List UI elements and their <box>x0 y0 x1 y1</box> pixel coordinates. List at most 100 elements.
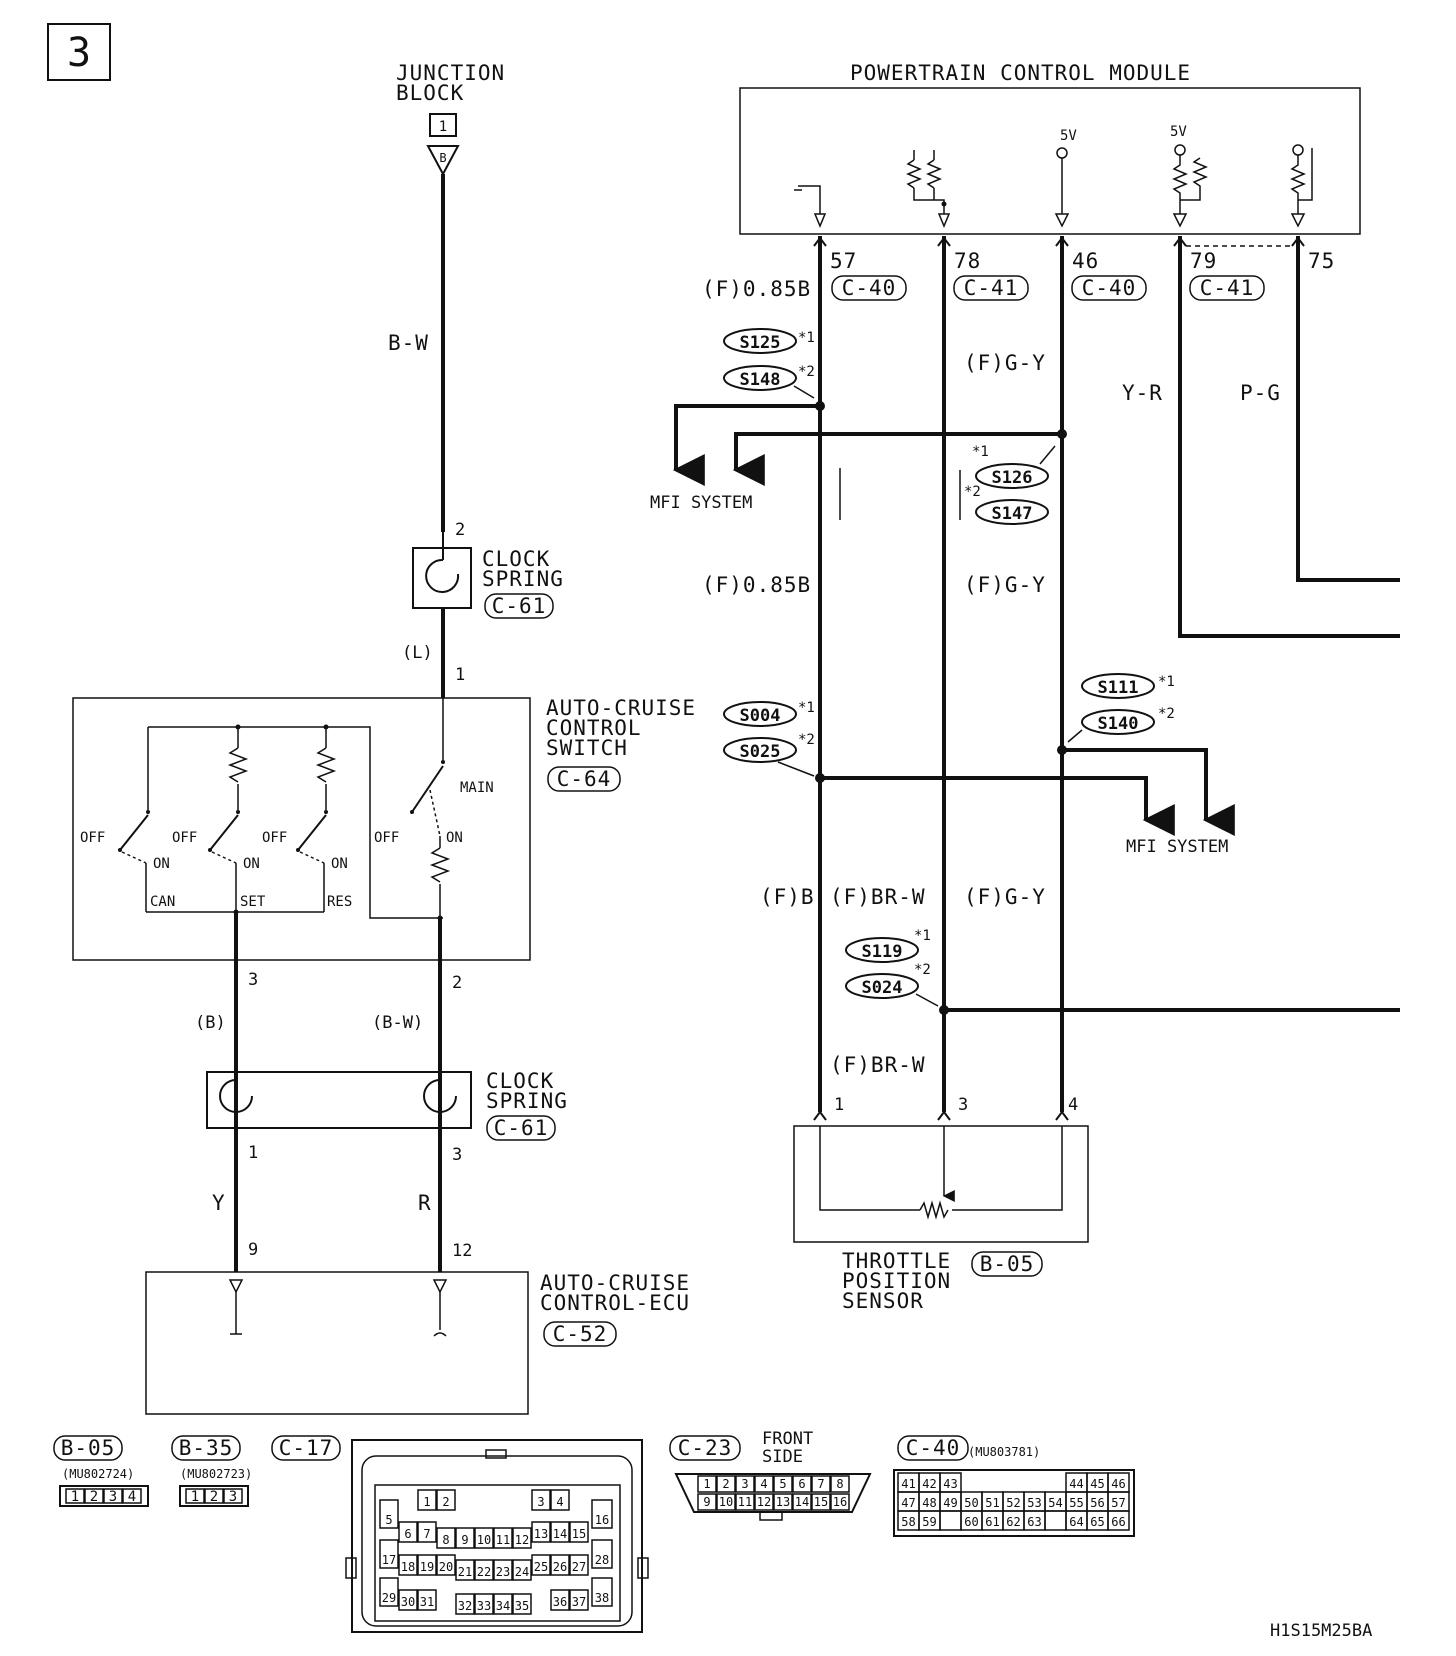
svg-text:1: 1 <box>191 1489 199 1505</box>
svg-text:S111: S111 <box>1098 678 1139 698</box>
svg-text:C-61: C-61 <box>492 594 547 618</box>
svg-text:(F)BR-W: (F)BR-W <box>830 885 926 909</box>
c40-pin-label: 63 <box>1027 1515 1041 1529</box>
switch-main: MAIN OFF ON <box>374 698 494 921</box>
svg-text:C-64: C-64 <box>557 767 612 791</box>
c23-pin <box>792 1493 812 1511</box>
c40-pin-label: 51 <box>985 1496 999 1510</box>
c23-pin-label: 8 <box>836 1477 843 1491</box>
c23-pin-label: 12 <box>757 1495 771 1509</box>
c17-pin-label: 14 <box>553 1527 567 1541</box>
c17-pin <box>550 1521 570 1543</box>
svg-text:*2: *2 <box>798 364 815 380</box>
connector-b35: B-35 (MU802723) 1 2 3 <box>171 1435 252 1507</box>
c23-pin-label: 9 <box>703 1495 710 1509</box>
c17-pin-label: 32 <box>458 1599 472 1613</box>
c17-pin-label: 26 <box>553 1560 567 1574</box>
c23-pin <box>792 1475 812 1493</box>
c17-pin <box>591 1577 613 1607</box>
c17-pin-label: 36 <box>553 1595 567 1609</box>
svg-text:*1: *1 <box>972 444 989 460</box>
svg-text:CLOCK: CLOCK <box>482 547 550 571</box>
svg-text:CLOCK: CLOCK <box>486 1069 554 1093</box>
svg-text:SET: SET <box>240 894 266 910</box>
c23-pin-label: 15 <box>814 1495 828 1509</box>
svg-text:*1: *1 <box>1158 674 1175 690</box>
junction-block: JUNCTION BLOCK 1 B <box>396 61 504 177</box>
c17-pin-label: 3 <box>537 1495 544 1509</box>
svg-text:3: 3 <box>229 1489 237 1505</box>
c17-pin <box>550 1554 570 1576</box>
svg-text:4: 4 <box>1068 1095 1078 1115</box>
svg-text:OFF: OFF <box>374 830 399 846</box>
svg-text:ON: ON <box>331 856 348 872</box>
svg-text:*1: *1 <box>798 330 815 346</box>
c40-pin-label: 43 <box>943 1477 957 1491</box>
svg-text:C-52: C-52 <box>553 1322 608 1346</box>
svg-text:*2: *2 <box>798 732 815 748</box>
svg-text:75: 75 <box>1308 249 1335 273</box>
svg-text:2: 2 <box>210 1489 218 1505</box>
c23-pin <box>830 1475 850 1493</box>
c17-pin <box>569 1521 589 1543</box>
c23-pin <box>811 1493 831 1511</box>
connector-c17-label: C-17 <box>279 1436 334 1460</box>
svg-text:3: 3 <box>958 1095 968 1115</box>
c17-pin <box>493 1559 513 1581</box>
c23-pin <box>716 1493 736 1511</box>
svg-text:S025: S025 <box>740 742 781 762</box>
svg-text:(F)G-Y: (F)G-Y <box>964 573 1046 597</box>
svg-text:S126: S126 <box>992 468 1033 488</box>
svg-text:*2: *2 <box>964 484 981 500</box>
c23-pin-label: 14 <box>795 1495 809 1509</box>
svg-text:B-05: B-05 <box>61 1436 116 1460</box>
svg-text:(F)G-Y: (F)G-Y <box>964 885 1046 909</box>
c17-pin-label: 12 <box>515 1533 529 1547</box>
svg-text:1: 1 <box>834 1095 844 1115</box>
svg-text:S004: S004 <box>740 706 781 726</box>
svg-text:THROTTLE: THROTTLE <box>842 1249 951 1273</box>
svg-text:4: 4 <box>128 1489 136 1505</box>
c17-pin <box>379 1539 399 1569</box>
svg-text:POSITION: POSITION <box>842 1269 951 1293</box>
svg-text:POWERTRAIN CONTROL MODULE: POWERTRAIN CONTROL MODULE <box>850 61 1191 85</box>
svg-text:CONTROL-ECU: CONTROL-ECU <box>540 1291 690 1315</box>
svg-text:S148: S148 <box>740 370 781 390</box>
svg-text:*2: *2 <box>1158 706 1175 722</box>
svg-text:2: 2 <box>455 520 465 540</box>
svg-text:3: 3 <box>248 970 258 990</box>
c40-pin-label: 55 <box>1069 1496 1083 1510</box>
wire-label-l: (L) <box>402 643 433 663</box>
c17-pin-label: 10 <box>477 1533 491 1547</box>
svg-text:CONTROL: CONTROL <box>546 716 642 740</box>
wire-pin79 <box>1178 236 1400 638</box>
c40-pin-label: 49 <box>943 1496 957 1510</box>
c40-pin-label: 54 <box>1048 1496 1062 1510</box>
c17-pin-label: 27 <box>572 1560 586 1574</box>
svg-text:SWITCH: SWITCH <box>546 736 628 760</box>
svg-text:(F)0.85B: (F)0.85B <box>702 277 811 301</box>
svg-text:S140: S140 <box>1098 714 1139 734</box>
c40-pin <box>1107 1510 1130 1531</box>
c17-pin <box>591 1539 613 1569</box>
svg-text:OFF: OFF <box>172 830 197 846</box>
svg-text:B: B <box>439 151 446 165</box>
c23-pin-label: 1 <box>703 1477 710 1491</box>
c17-pin-label: 25 <box>534 1560 548 1574</box>
c23-pin-label: 4 <box>760 1477 767 1491</box>
c17-pin-label: 30 <box>401 1595 415 1609</box>
c23-pin-label: 13 <box>776 1495 790 1509</box>
c40-pin-label: 59 <box>922 1515 936 1529</box>
c40-pin <box>1044 1510 1067 1531</box>
cruise-switch: AUTO-CRUISE CONTROL SWITCH C-64 OFF ON C… <box>72 696 695 961</box>
c17-pin-label: 4 <box>556 1495 563 1509</box>
junction-terminal-icon <box>426 145 460 177</box>
c40-pin-label: 66 <box>1111 1515 1125 1529</box>
c17-pin-label: 13 <box>534 1527 548 1541</box>
clock-spring-top: 2 CLOCK SPRING C-61 <box>412 520 563 619</box>
c17-pin-label: 16 <box>595 1513 609 1527</box>
c17-pin <box>379 1577 399 1607</box>
c40-pin-label: 44 <box>1069 1477 1083 1491</box>
c17-pin-label: 35 <box>515 1599 529 1613</box>
c17-pin <box>417 1489 437 1511</box>
